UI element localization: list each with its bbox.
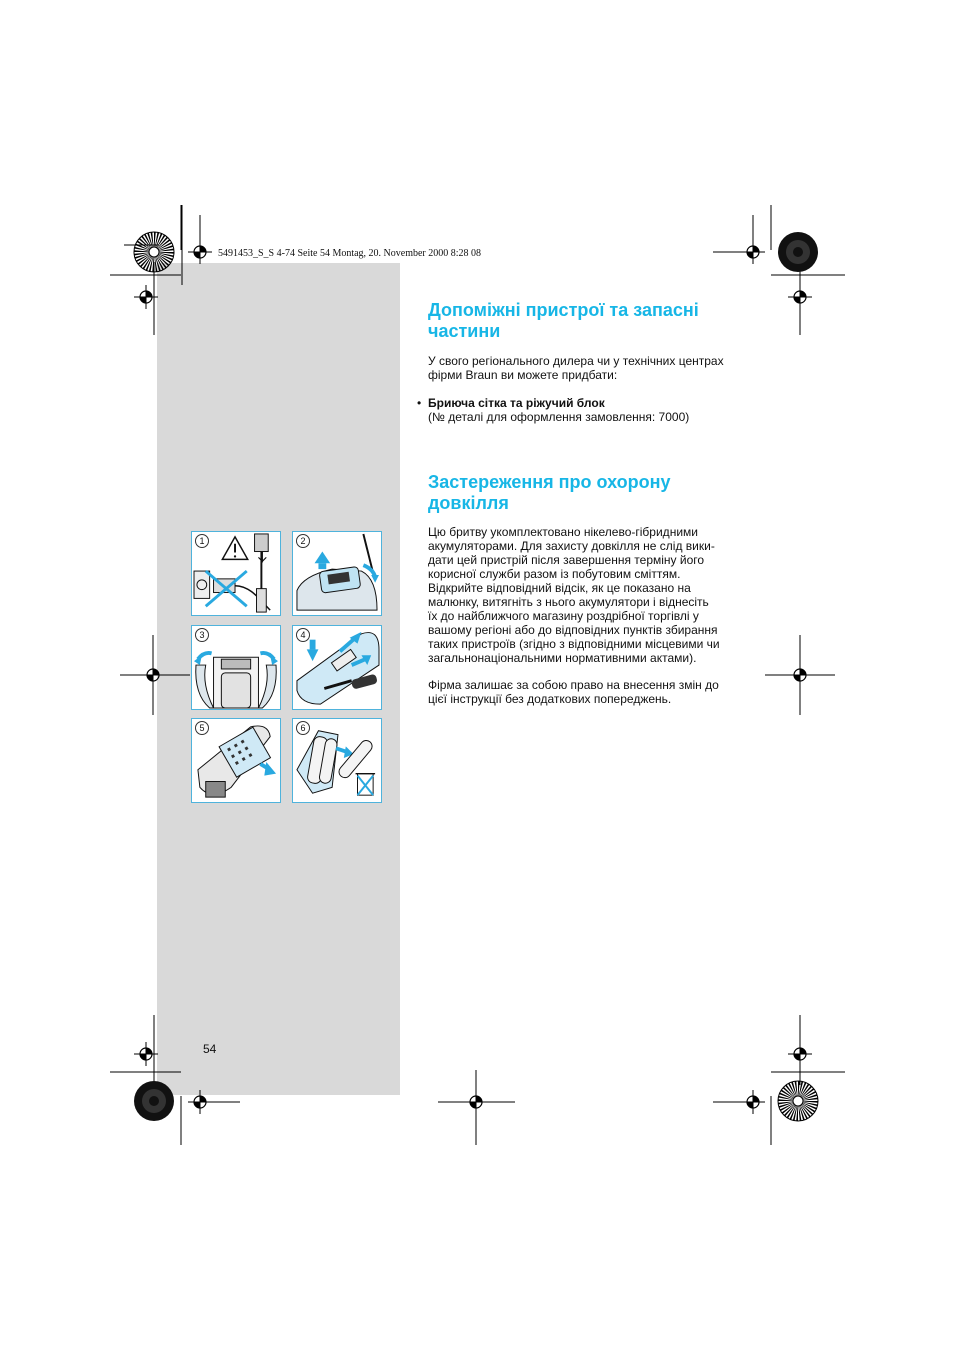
bullet-dot: •: [417, 396, 422, 410]
section-title-accessories: Допоміжні пристрої та запасні частини: [428, 300, 699, 342]
text-line: Цю бритву укомплектовано нікелево-гібрид…: [428, 525, 698, 539]
figure-number: 5: [195, 721, 209, 735]
figure-2-open-shaver: 2: [292, 531, 382, 616]
star-target-bottom-left: [134, 1081, 174, 1121]
text-line: таких пристроїв (згідно з відповідними м…: [428, 637, 720, 651]
star-target-top-right: [778, 232, 818, 272]
remove-housing-illustration: [194, 651, 278, 709]
text-line: цієї інструкції без додаткових попередже…: [428, 692, 672, 706]
environment-paragraph-1: Цю бритву укомплектовано нікелево-гібрид…: [428, 525, 720, 665]
text-line: їх до найближчого магазину роздрібної то…: [428, 609, 699, 623]
text-line: Фірма залишає за собою право на внесення…: [428, 678, 719, 692]
print-header-line: 5491453_S_S 4-74 Seite 54 Montag, 20. No…: [218, 248, 482, 259]
pry-battery-illustration: [296, 631, 380, 705]
section-title-environment: Застереження про охорону довкілля: [428, 472, 671, 514]
text-line: фірми Braun ви можете придбати:: [428, 368, 618, 382]
text-line: У свого регіонального дилера чи у техніч…: [428, 354, 724, 368]
figure-4-pry-battery: 4: [292, 625, 382, 710]
title-line: частини: [428, 321, 501, 341]
lift-board-illustration: [197, 725, 277, 798]
star-target-bottom-right: [777, 1080, 819, 1122]
figure-number: 1: [195, 534, 209, 548]
star-target-top-left: [133, 231, 175, 273]
bullet-detail: (№ деталі для оформлення замовлення: 700…: [428, 410, 690, 424]
open-shaver-illustration: [296, 533, 379, 611]
page-number: 54: [203, 1042, 217, 1056]
accessories-intro: У свого регіонального дилера чи у техніч…: [428, 354, 724, 382]
title-line: Застереження про охорону: [428, 472, 671, 492]
bullet-title: Бриюча сітка та ріжучий блок: [428, 396, 605, 410]
crosshair-mark-10: [464, 1090, 488, 1114]
text-line: акумуляторами. Для захисту довкілля не с…: [428, 539, 715, 553]
figure-6-remove-batteries: 6: [292, 718, 382, 803]
text-line: малюнку, витягніть з нього акумулятори і…: [428, 595, 709, 609]
crosshair-mark-3: [741, 240, 765, 264]
figure-1-unplug-warning: 1: [191, 531, 281, 616]
title-line: довкілля: [428, 493, 509, 513]
figure-5-lift-board: 5: [191, 718, 281, 803]
text-line: загальнонаціональними нормативними актам…: [428, 651, 697, 665]
text-line: Відкрийте відповідний відсік, як це пока…: [428, 581, 691, 595]
remove-batteries-illustration: [296, 730, 376, 796]
figure-number: 6: [296, 721, 310, 735]
figure-number: 2: [296, 534, 310, 548]
figure-number: 3: [195, 628, 209, 642]
text-line: дати цей пристрій після завершення термі…: [428, 553, 705, 567]
figure-3-remove-housing: 3: [191, 625, 281, 710]
title-line: Допоміжні пристрої та запасні: [428, 300, 699, 320]
text-line: вашому регіоні або до відповідних пункті…: [428, 623, 718, 637]
accessories-bullet: • Бриюча сітка та ріжучий блок (№ деталі …: [417, 396, 689, 424]
crosshair-mark-9: [188, 1090, 212, 1114]
environment-paragraph-2: Фірма залишає за собою право на внесення…: [428, 678, 719, 706]
crosshair-mark-1: [188, 240, 212, 264]
unplug-warning-illustration: [193, 533, 271, 613]
crosshair-mark-11: [741, 1090, 765, 1114]
figure-number: 4: [296, 628, 310, 642]
text-line: корисної служби разом із побутовим смітт…: [428, 567, 681, 581]
